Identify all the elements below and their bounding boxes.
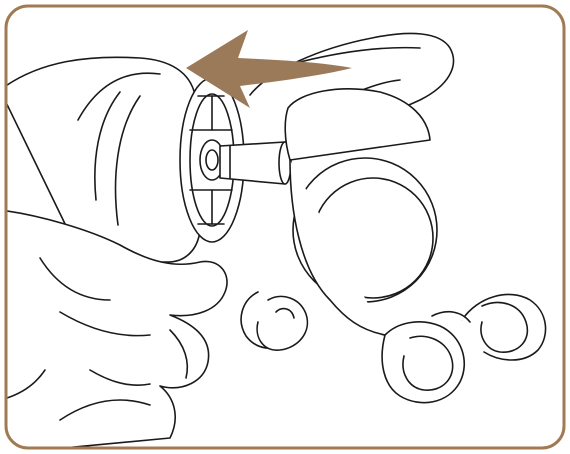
shaft-drawing [220, 142, 291, 184]
right-hand-drawing [241, 33, 545, 402]
